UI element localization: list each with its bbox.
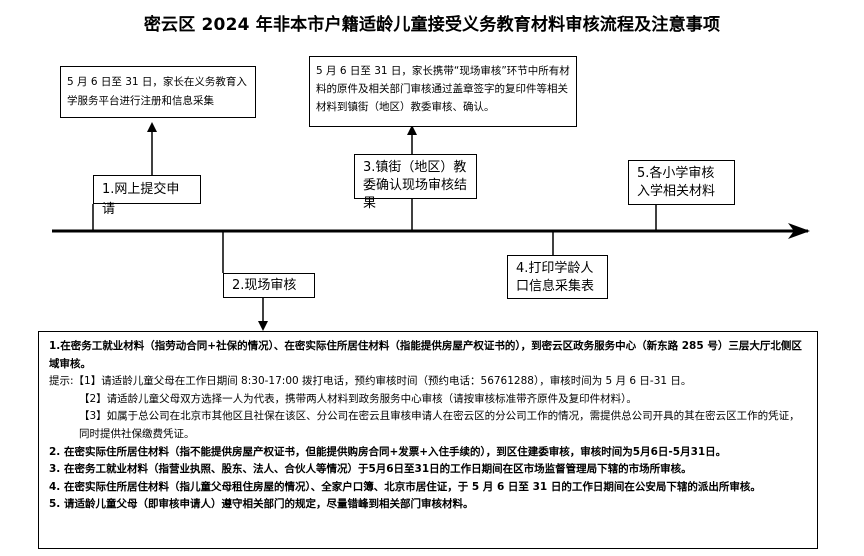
note-tip-2: 【2】请适龄儿童父母双方选择一人为代表，携带两人材料到政务服务中心审核（请按审核…: [79, 392, 637, 405]
step-online-application: 1.网上提交申请: [93, 175, 201, 217]
step-school-review: 5.各小学审核入学相关材料: [628, 160, 735, 205]
note-item-5: 5. 请适龄儿童父母（即审核申请人）遵守相关部门的规定，尽量错峰到相关部门审核材…: [49, 498, 474, 511]
notes-panel: 1.在密务工就业材料（指劳动合同+社保的情况）、在密实际住所居住材料（指能提供房…: [38, 331, 818, 549]
note-onsite-review: 5 月 6 日至 31 日，家长携带“现场审核”环节中所有材料的原件及相关部门审…: [309, 56, 577, 127]
note-tip-1: 提示:【1】请适龄儿童父母在工作日期间 8:30-17:00 拨打电话，预约审核…: [49, 375, 692, 388]
note-item-2: 2. 在密实际住所居住材料（指不能提供房屋产权证书，但能提供购房合同+发票+入住…: [49, 445, 727, 458]
note-item-4: 4. 在密实际住所居住材料（指儿童父母租住房屋的情况）、全家户口簿、北京市居住证…: [49, 480, 761, 493]
note-item-3: 3. 在密务工就业材料（指营业执照、股东、法人、合伙人等情况）于5月6日至31日…: [49, 463, 692, 476]
step-print-info-form: 4.打印学龄人口信息采集表: [507, 255, 608, 299]
note-item-1: 1.在密务工就业材料（指劳动合同+社保的情况）、在密实际住所居住材料（指能提供房…: [49, 340, 802, 370]
note-online-registration: 5 月 6 日至 31 日，家长在义务教育入学服务平台进行注册和信息采集: [60, 66, 256, 118]
step-confirm-review-result: 3.镇街（地区）教委确认现场审核结果: [354, 154, 477, 211]
note-tip-3: 【3】如属于总公司在北京市其他区且社保在该区、分公司在密云且审核申请人在密云区的…: [79, 410, 800, 440]
step-onsite-review: 2.现场审核: [223, 273, 315, 298]
page-title: 密云区 2024 年非本市户籍适龄儿童接受义务教育材料审核流程及注意事项: [143, 15, 721, 35]
